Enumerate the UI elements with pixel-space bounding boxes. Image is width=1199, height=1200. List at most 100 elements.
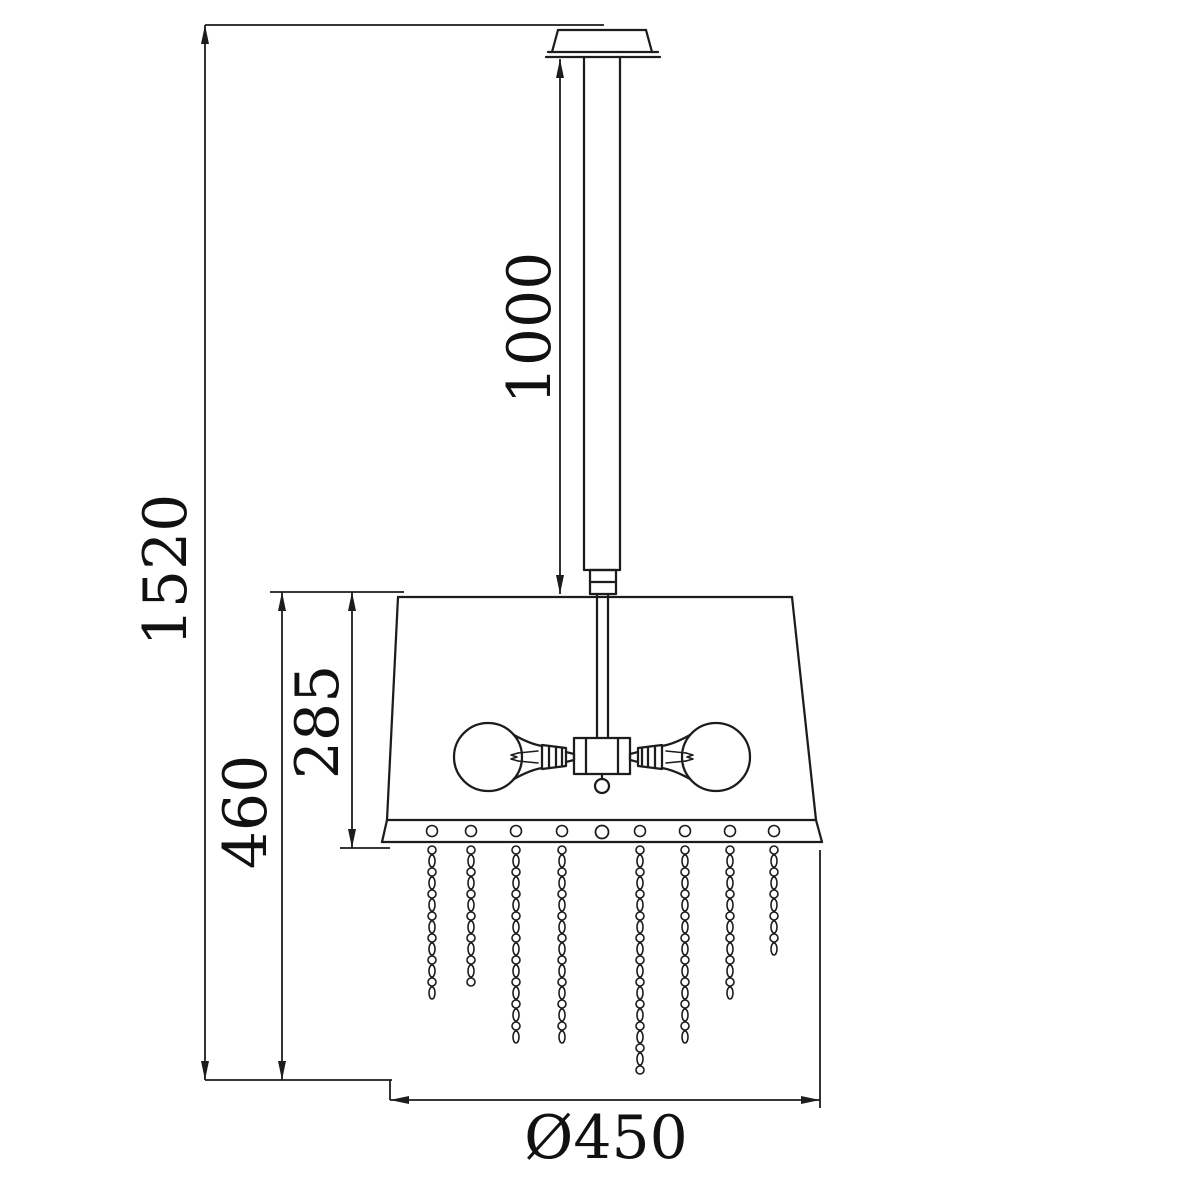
chain-bead — [725, 933, 735, 943]
chain-bead — [770, 942, 778, 956]
chain-attachment-ring — [633, 824, 647, 838]
chain-bead — [726, 964, 734, 978]
chain-bead — [680, 867, 690, 877]
chain-bead — [636, 942, 644, 956]
chain-bead — [511, 1021, 521, 1031]
bulb-neck-bottom — [512, 766, 544, 781]
chain-bead — [557, 1021, 567, 1031]
chain-bead — [635, 1065, 645, 1075]
chain-attachment-ring — [509, 824, 523, 838]
chain-bead — [511, 933, 521, 943]
chain-bead — [511, 867, 521, 877]
chain-bead — [635, 955, 645, 965]
chain-bead — [636, 920, 644, 934]
bulb-filament — [510, 750, 539, 764]
chain-bead — [466, 889, 476, 899]
chain-bead — [427, 933, 437, 943]
dimension-overall-height: 1520 — [131, 24, 604, 1081]
chain-bead — [681, 854, 689, 868]
bulb-screw-base — [636, 743, 664, 771]
shade-right-side — [790, 595, 818, 822]
bulb-base-tip — [564, 750, 576, 764]
chain-bead — [725, 845, 735, 855]
chain-bead — [512, 898, 520, 912]
chain-attachment-ring — [425, 824, 439, 838]
dimension-shade-height: 285 — [283, 592, 390, 849]
chain-bead — [681, 964, 689, 978]
ceiling-canopy — [544, 28, 662, 59]
dimension-shade-height-label: 285 — [283, 665, 353, 780]
dimension-overall-height-label: 1520 — [131, 494, 201, 647]
chain-bead — [725, 911, 735, 921]
chain-bead — [512, 942, 520, 956]
chain-bead — [428, 986, 436, 1000]
chain-bead — [769, 889, 779, 899]
chain-bead — [680, 977, 690, 987]
arrowhead-up — [278, 592, 286, 611]
chain-bead — [427, 977, 437, 987]
filament-coil — [510, 752, 519, 762]
bulb-screw-threads — [640, 744, 657, 770]
bulb-screw-threads — [547, 744, 564, 770]
chain-bead — [511, 845, 521, 855]
dimension-shade-diameter-label: Ø450 — [524, 1103, 688, 1173]
chain-bead — [636, 1052, 644, 1066]
chain-bead — [428, 898, 436, 912]
filament-wires — [517, 750, 539, 764]
chain-bead — [769, 845, 779, 855]
chain-attachment-ring — [723, 824, 737, 838]
chain-bead — [558, 1030, 566, 1044]
lamp-shade — [380, 595, 824, 844]
chain-bead — [635, 911, 645, 921]
chain-bead — [680, 889, 690, 899]
chain-bead — [681, 1030, 689, 1044]
chain-bead — [636, 854, 644, 868]
bead-chains — [425, 824, 781, 1075]
chain-bead — [557, 977, 567, 987]
chain-bead — [726, 920, 734, 934]
chain-bead — [558, 898, 566, 912]
chain-bead — [681, 876, 689, 890]
chain-bead — [636, 986, 644, 1000]
shade-left-side — [385, 595, 400, 822]
chain-bead — [635, 933, 645, 943]
chain-bead — [466, 867, 476, 877]
chain-bead — [769, 933, 779, 943]
bulb-bracket — [572, 736, 632, 795]
chain-bead — [726, 942, 734, 956]
chain-bead — [635, 1043, 645, 1053]
chain-bead — [467, 854, 475, 868]
dimension-lower-section-label: 460 — [211, 755, 281, 870]
chain-bead — [681, 942, 689, 956]
bracket-body — [572, 736, 632, 776]
chain-bead — [769, 911, 779, 921]
chain-attachment-ring — [464, 824, 478, 838]
chain-bead — [726, 986, 734, 1000]
chain-bead — [680, 955, 690, 965]
chain-bead — [681, 920, 689, 934]
chain-bead — [467, 920, 475, 934]
filament-coil — [685, 752, 694, 762]
chain-bead — [635, 977, 645, 987]
chain-bead — [770, 876, 778, 890]
chain-bead — [466, 955, 476, 965]
chain-bead — [558, 876, 566, 890]
canopy-left-edge — [550, 28, 560, 54]
chain-bead — [636, 1008, 644, 1022]
arrowhead-up — [201, 25, 209, 44]
chain-bead — [769, 867, 779, 877]
chain-bead — [725, 889, 735, 899]
chain-bead — [680, 999, 690, 1009]
light-bulb-right — [628, 721, 752, 793]
chain-bead — [725, 977, 735, 987]
chain-bead — [558, 1008, 566, 1022]
chain-bead — [466, 911, 476, 921]
arrowhead-down — [201, 1061, 209, 1080]
chain-bead — [511, 889, 521, 899]
chain-bead — [512, 854, 520, 868]
chain-bead — [467, 942, 475, 956]
chain-attachment-ring — [678, 824, 692, 838]
chain-bead — [770, 898, 778, 912]
